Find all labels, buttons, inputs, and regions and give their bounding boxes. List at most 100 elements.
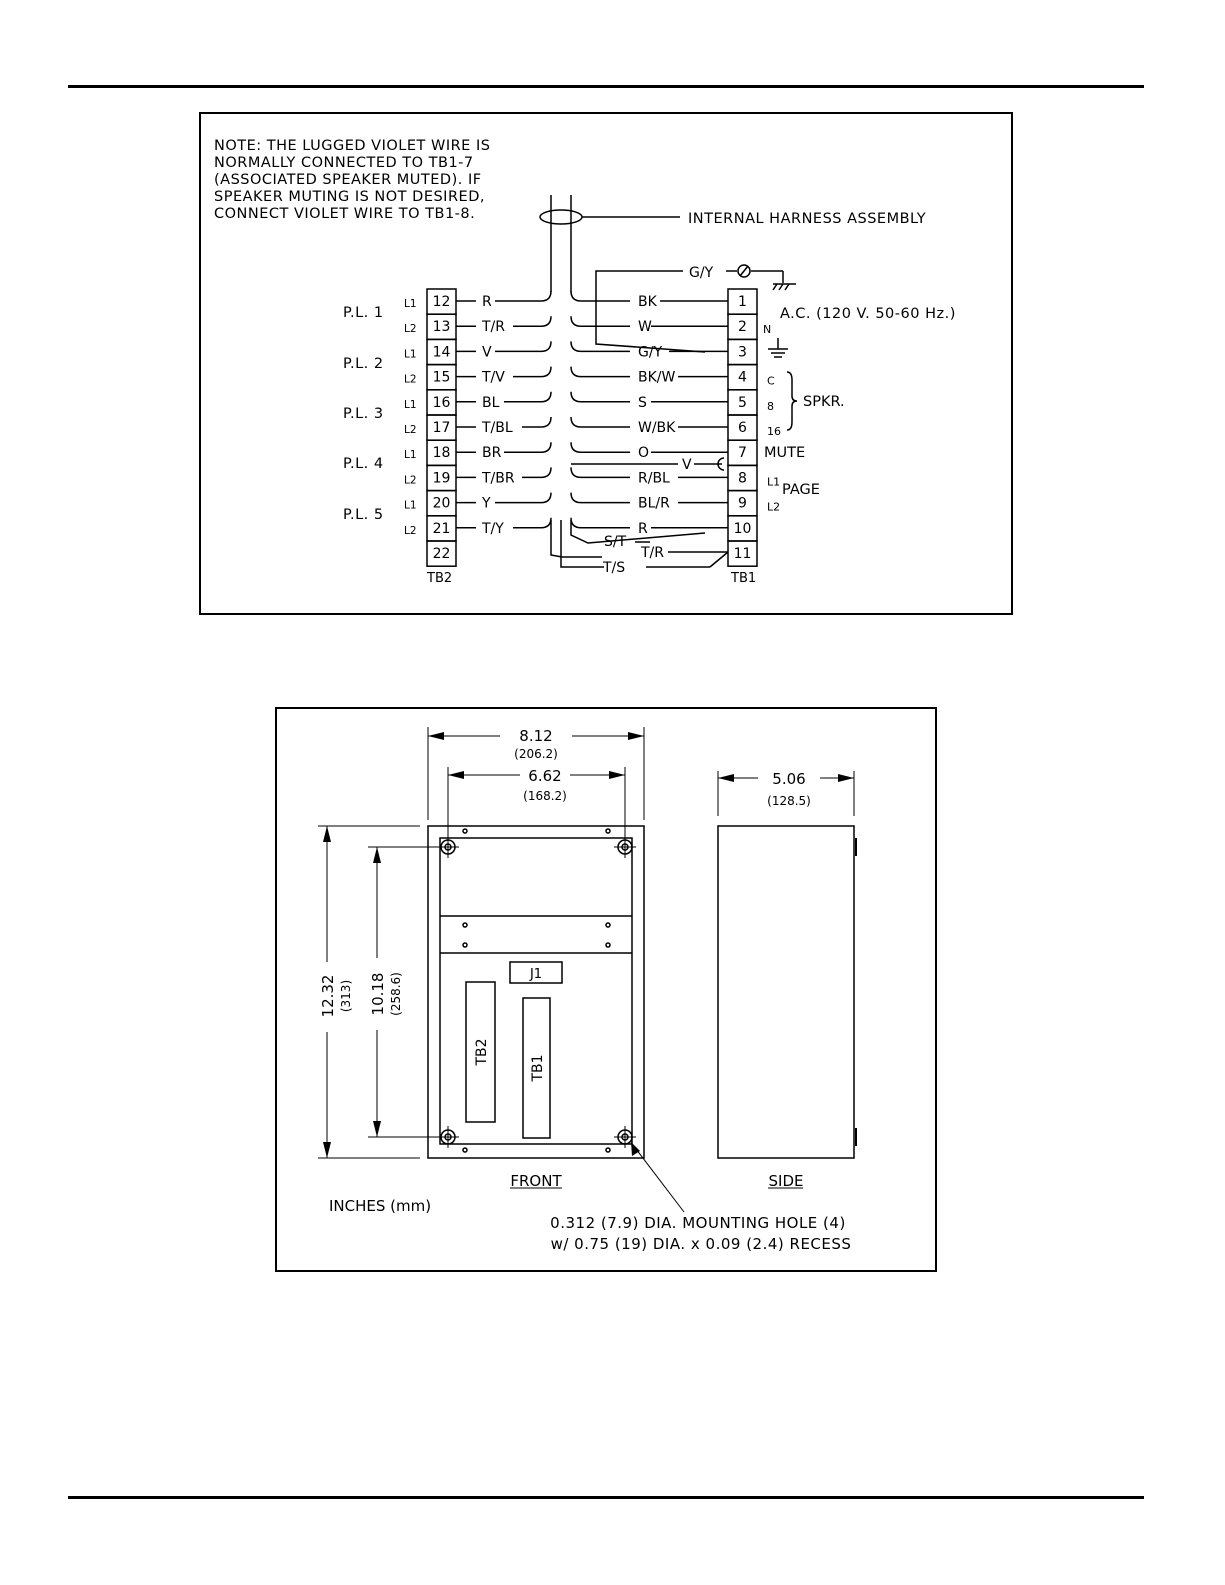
depth-value: 5.06	[772, 770, 805, 788]
tb2-terminal-number: 16	[433, 395, 451, 411]
tb1-wire-label: O	[638, 445, 649, 461]
tb2-terminal-number: 15	[433, 370, 451, 386]
tb1-right-label: MUTE	[764, 445, 805, 461]
tb1-caption: TB1	[730, 571, 756, 586]
tb2-wire	[513, 366, 552, 378]
tb1-terminal-number: 4	[738, 370, 747, 386]
tb1-wire-label: BL/R	[638, 496, 670, 512]
harness-label: INTERNAL HARNESS ASSEMBLY	[688, 211, 926, 227]
ground-wire	[595, 270, 706, 353]
tb1-wire	[570, 442, 630, 453]
party-line-label: P.L. 5	[343, 507, 384, 523]
tb1-terminal-number: 3	[738, 344, 747, 360]
tb2-wire	[504, 442, 552, 453]
front-view-label: FRONT	[510, 1172, 562, 1190]
tb2-wire-label: T/Y	[481, 521, 504, 537]
tb1-wire-label: S	[638, 395, 647, 411]
tb1-terminal-number: 11	[734, 546, 752, 562]
tb1-wire	[570, 290, 630, 302]
front-view-outer	[427, 825, 645, 1159]
tb1-wire-label: W/BK	[638, 420, 676, 436]
tb2-terminal-number: 19	[433, 470, 451, 486]
tb2-wire-label: V	[482, 344, 492, 360]
tb1-wire-label: W	[638, 319, 652, 335]
tb2-wire-label: T/V	[481, 370, 505, 386]
tb1-right-label: 8	[767, 400, 774, 413]
height-inner-mm: (258.6)	[389, 972, 403, 1016]
tb2-wire	[513, 316, 552, 327]
spkr-label: SPKR.	[803, 394, 845, 410]
ground-wire-label: G/Y	[689, 265, 714, 281]
tb2-wire	[522, 416, 552, 428]
tb2-wire-label: T/R	[481, 319, 505, 335]
tb2-line-label: L2	[404, 474, 417, 486]
tb1-wire-label: R/BL	[638, 470, 670, 486]
depth-mm: (128.5)	[767, 794, 811, 808]
tb2-terminal-number: 17	[433, 420, 451, 436]
party-line-label: P.L. 4	[343, 456, 384, 472]
tb2-block-outline	[465, 981, 496, 1123]
tb1-terminal-number: 2	[738, 319, 747, 335]
hole-note-line2: w/ 0.75 (19) DIA. x 0.09 (2.4) RECESS	[551, 1235, 852, 1253]
tb1-terminal-number: 9	[738, 496, 747, 512]
tb1-terminal-number: 7	[738, 445, 747, 461]
tb2-terminal-number: 14	[433, 344, 451, 360]
tb2-wire	[513, 517, 552, 529]
tb2-wire-label: T/BR	[481, 470, 515, 486]
width-outer-value: 8.12	[519, 727, 552, 745]
tb1-terminal-number: 10	[734, 521, 752, 537]
tb1-wire	[570, 316, 630, 327]
tb2-terminal-number: 13	[433, 319, 451, 335]
tb2-wire	[495, 492, 552, 504]
tb1-label: TB1	[530, 1054, 546, 1082]
width-outer-mm: (206.2)	[514, 747, 558, 761]
tb2-line-label: L2	[404, 374, 417, 386]
tb2-wire	[495, 290, 552, 302]
units-label: INCHES (mm)	[329, 1197, 431, 1215]
tb1-wire	[570, 416, 630, 428]
note-line: SPEAKER MUTING IS NOT DESIRED,	[214, 189, 485, 205]
side-view-label: SIDE	[769, 1172, 804, 1190]
tb1-right-label: 16	[767, 425, 781, 438]
tb1-terminal-number: 1	[738, 294, 747, 310]
tb2-wire-label: BR	[482, 445, 502, 461]
tb1-terminal-number: 5	[738, 395, 747, 411]
ground-lug	[737, 264, 751, 278]
tb1-right-label: C	[767, 375, 775, 388]
note-line: CONNECT VIOLET WIRE TO TB1-8.	[214, 206, 475, 222]
tb2-terminal-number: 21	[433, 521, 451, 537]
j1-label: J1	[529, 967, 542, 982]
tb2-wire-label: T/BL	[481, 420, 513, 436]
tb2-terminal-number: 18	[433, 445, 451, 461]
tb2-terminal-number: 20	[433, 496, 451, 512]
neutral-label: N	[763, 323, 771, 336]
tb2-terminal-number: 12	[433, 294, 451, 310]
violet-label: V	[682, 457, 692, 473]
dimension-frame	[275, 707, 937, 1272]
tb2-label: TB2	[474, 1038, 490, 1066]
tb2-wire	[504, 391, 552, 403]
note-line: NOTE: THE LUGGED VIOLET WIRE IS	[214, 138, 490, 154]
top-rule	[68, 85, 1144, 88]
j1-connector	[509, 961, 563, 984]
tb1-block-outline	[522, 997, 551, 1139]
harness-clamp	[539, 209, 583, 225]
height-outer-mm: (313)	[339, 980, 353, 1012]
tb1-wire	[570, 341, 630, 353]
ac-label: A.C. (120 V. 50-60 Hz.)	[780, 306, 956, 322]
hole-note-line1: 0.312 (7.9) DIA. MOUNTING HOLE (4)	[550, 1214, 846, 1232]
tb2-wire-label: Y	[481, 496, 491, 512]
tb1-wire-label: G/Y	[638, 344, 663, 360]
tb2-line-label: L2	[404, 525, 417, 537]
tb1-wire	[570, 467, 630, 479]
tb1-wire	[570, 391, 630, 403]
tb2-line-label: L1	[404, 399, 417, 411]
tb2-line-label: L2	[404, 424, 417, 436]
tb2-terminal	[426, 540, 457, 567]
tb1-terminal-number: 6	[738, 420, 747, 436]
note-line: NORMALLY CONNECTED TO TB1-7	[214, 155, 474, 171]
ts-label: T/S	[602, 560, 625, 576]
tb1-wire	[570, 366, 630, 378]
